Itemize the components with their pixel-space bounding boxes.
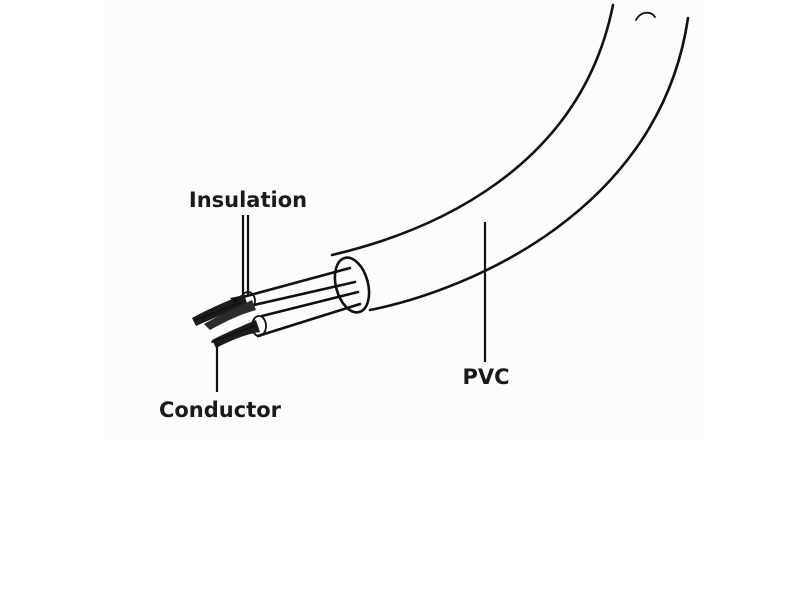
pvc-sheath [330,3,690,314]
background-panel [105,0,703,440]
leader-lines [215,215,487,392]
conductor-strands [192,294,260,348]
pvc-label: PVC [462,365,509,389]
insulated-cores [240,266,362,338]
conductor-label: Conductor [159,398,282,422]
insulation-label: Insulation [189,188,307,212]
